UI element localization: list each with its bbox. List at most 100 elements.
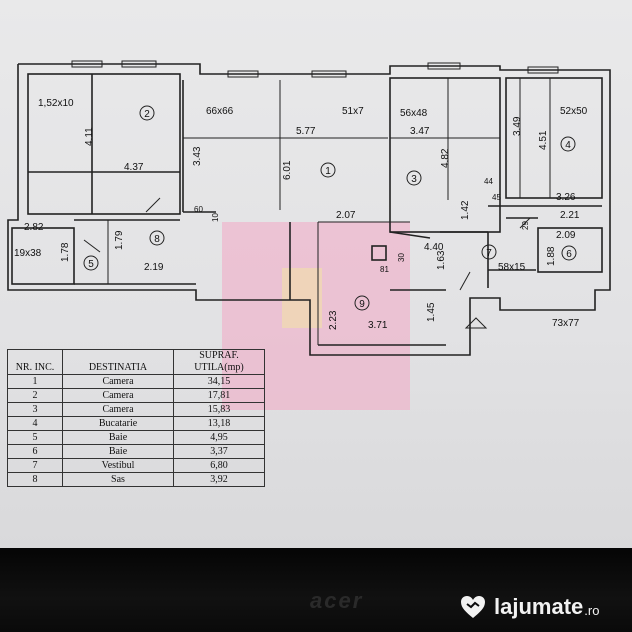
dim-label: 5.77 <box>296 126 316 137</box>
wall-room-4 <box>505 77 603 199</box>
cell-dest: Sas <box>62 472 174 487</box>
dim-label: 2.82 <box>24 222 44 233</box>
outer-wall <box>7 63 611 356</box>
dim-label: 2.19 <box>144 262 164 273</box>
dim-label: 52x50 <box>560 106 588 117</box>
wall-room-5 <box>11 227 75 285</box>
cell-dest: Baie <box>62 430 174 445</box>
dimension-labels: 1,52x10 66x66 51x7 56x48 52x50 4.11 4.37… <box>14 98 588 331</box>
room-number: 4 <box>565 140 571 151</box>
dim-label: 51x7 <box>342 106 364 117</box>
dim-label: 2.09 <box>556 230 576 241</box>
dim-label: 81 <box>380 265 389 274</box>
watermark-suffix: .ro <box>584 602 600 618</box>
cell-supraf: 3,37 <box>173 444 265 459</box>
cell-nr: 7 <box>7 458 63 473</box>
dim-label: 1.78 <box>60 242 71 262</box>
dim-label: 60 <box>194 205 203 214</box>
room-numbers: 2 1 3 4 5 6 7 8 9 <box>83 105 577 311</box>
dim-label: 1.45 <box>426 302 437 322</box>
cell-supraf: 15,83 <box>173 402 265 417</box>
dim-label: 4.51 <box>538 130 549 150</box>
watermark-name: lajumate <box>494 594 584 619</box>
cell-nr: 2 <box>7 388 63 403</box>
dim-label: 58x15 <box>498 262 526 273</box>
dim-label: 45 <box>492 193 501 202</box>
wall-room-6 <box>537 227 603 273</box>
dim-label: 1.63 <box>436 250 447 270</box>
cell-supraf: 4,95 <box>173 430 265 445</box>
cell-nr: 1 <box>7 374 63 389</box>
cell-nr: 5 <box>7 430 63 445</box>
room-number: 3 <box>411 174 417 185</box>
cell-dest: Camera <box>62 388 174 403</box>
cell-dest: Camera <box>62 402 174 417</box>
room-number: 2 <box>144 109 150 120</box>
dim-label: 4.11 <box>84 127 95 146</box>
dim-label: 3.47 <box>410 126 430 137</box>
room-number: 9 <box>359 299 365 310</box>
dim-label: 2.23 <box>328 310 339 330</box>
highlight-inner <box>282 268 322 328</box>
brand-logo: acer <box>310 588 364 613</box>
cell-supraf: 3,92 <box>173 472 265 487</box>
cell-dest: Vestibul <box>62 458 174 473</box>
dim-label: 6.01 <box>282 160 293 180</box>
dim-label: 2.21 <box>560 210 580 221</box>
monitor-screen: 2 1 3 4 5 6 7 8 9 1,52x10 66x66 51x7 56x… <box>0 0 632 548</box>
dim-label: 56x48 <box>400 108 428 119</box>
dim-label: 1.88 <box>546 246 557 266</box>
cell-dest: Baie <box>62 444 174 459</box>
room-number: 1 <box>325 166 331 177</box>
dim-label: 3.71 <box>368 320 388 331</box>
dim-label: 4.37 <box>124 162 144 173</box>
wall-room-2 <box>27 73 181 215</box>
cell-supraf: 13,18 <box>173 416 265 431</box>
dim-label: 19x38 <box>14 248 42 259</box>
monitor-bezel <box>0 548 632 632</box>
dim-label: 2.07 <box>336 210 356 221</box>
room-number: 7 <box>486 248 492 259</box>
cell-supraf: 6,80 <box>173 458 265 473</box>
dim-label: 3.49 <box>512 116 523 136</box>
cell-nr: 8 <box>7 472 63 487</box>
watermark: lajumate.ro <box>458 590 599 624</box>
room-number: 6 <box>566 249 572 260</box>
cell-dest: Bucatarie <box>62 416 174 431</box>
cell-dest: Camera <box>62 374 174 389</box>
dim-label: 4.40 <box>424 242 444 253</box>
room-number: 8 <box>154 234 160 245</box>
entry-arrow <box>464 317 488 329</box>
heart-handshake-icon <box>461 596 485 618</box>
dim-label: 1.79 <box>114 230 125 250</box>
dim-label: 29 <box>521 221 530 230</box>
dim-label: 66x66 <box>206 106 234 117</box>
col-header-dest: DESTINATIA <box>62 349 174 375</box>
cell-nr: 6 <box>7 444 63 459</box>
dim-label: 10 <box>211 213 220 222</box>
dim-label: 73x77 <box>552 318 580 329</box>
col-header-supraf: SUPRAF. UTILA(mp) <box>173 349 265 375</box>
cell-supraf: 34,15 <box>173 374 265 389</box>
dim-label: 44 <box>484 177 493 186</box>
room-number: 5 <box>88 259 94 270</box>
table-header-row: NR. INC. DESTINATIA SUPRAF. UTILA(mp) <box>7 349 265 375</box>
cell-nr: 3 <box>7 402 63 417</box>
dim-label: 1.42 <box>460 200 471 220</box>
dim-label: 3.26 <box>556 192 576 203</box>
dim-label: 1,52x10 <box>38 98 74 109</box>
cell-nr: 4 <box>7 416 63 431</box>
dim-label: 30 <box>397 253 406 262</box>
wall-column <box>371 245 387 261</box>
dim-label: 3.43 <box>192 146 203 166</box>
dim-label: 4.82 <box>440 148 451 168</box>
